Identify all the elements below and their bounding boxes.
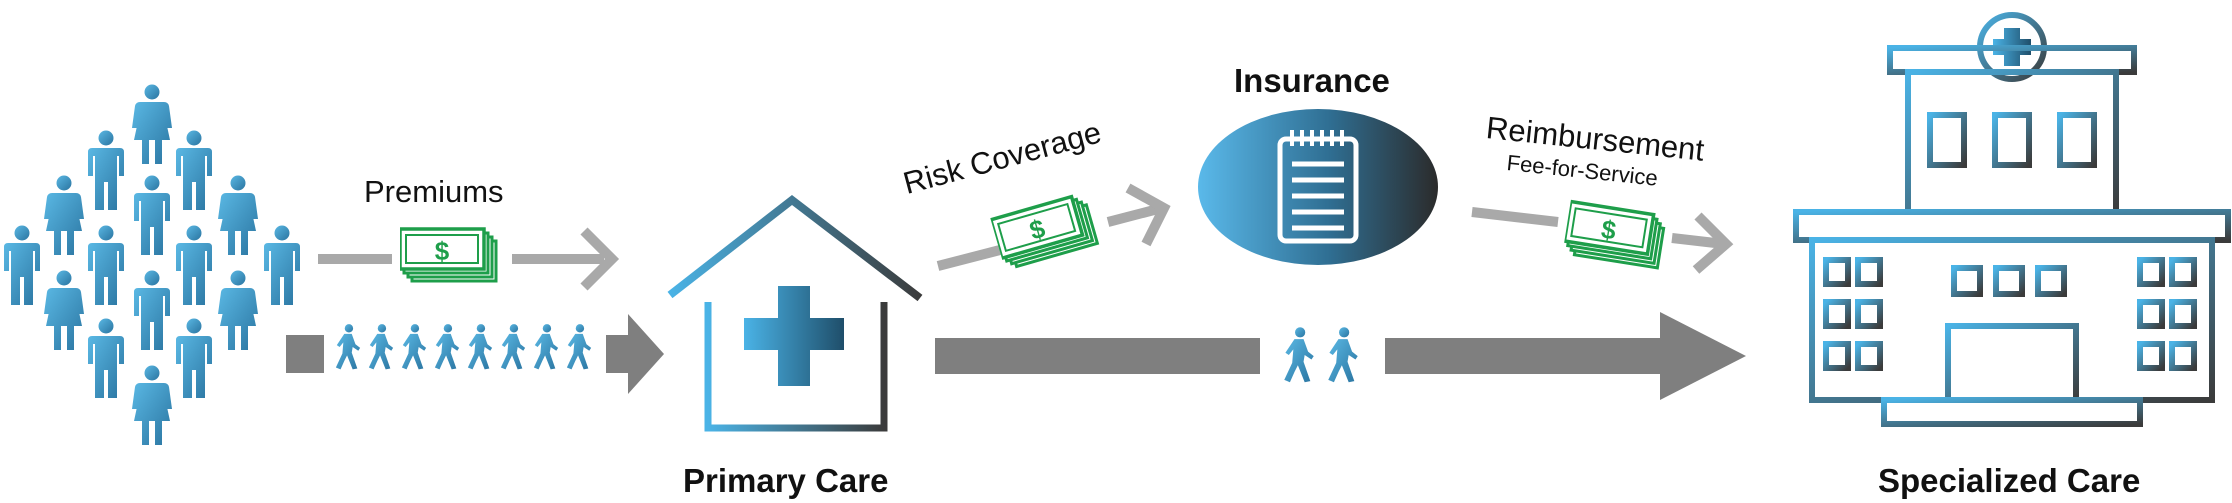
insurance-label: Insurance (1234, 62, 1390, 99)
patient-flow-arrow-2 (935, 312, 1746, 400)
premiums-label: Premiums (364, 174, 504, 209)
risk-coverage-cash-icon (989, 191, 1100, 272)
primary-care-label: Primary Care (683, 462, 889, 499)
risk-coverage-arrow (936, 183, 1171, 271)
walking-people-group (335, 324, 592, 370)
reimbursement-cash-icon (1561, 199, 1668, 270)
premiums-cash-icon (400, 227, 498, 283)
hospital-building-icon (1793, 12, 2231, 427)
primary-care-house-icon (667, 194, 923, 432)
patient-flow-arrow-1 (286, 314, 664, 394)
notepad-icon (1277, 130, 1359, 244)
reimbursement-arrow (1471, 207, 1734, 274)
premiums-arrow (318, 227, 620, 291)
specialized-care-label: Specialized Care (1878, 462, 2141, 499)
population-crowd-icon (4, 84, 300, 445)
walking-pair (1284, 327, 1358, 383)
insurance-ellipse (1198, 109, 1438, 265)
